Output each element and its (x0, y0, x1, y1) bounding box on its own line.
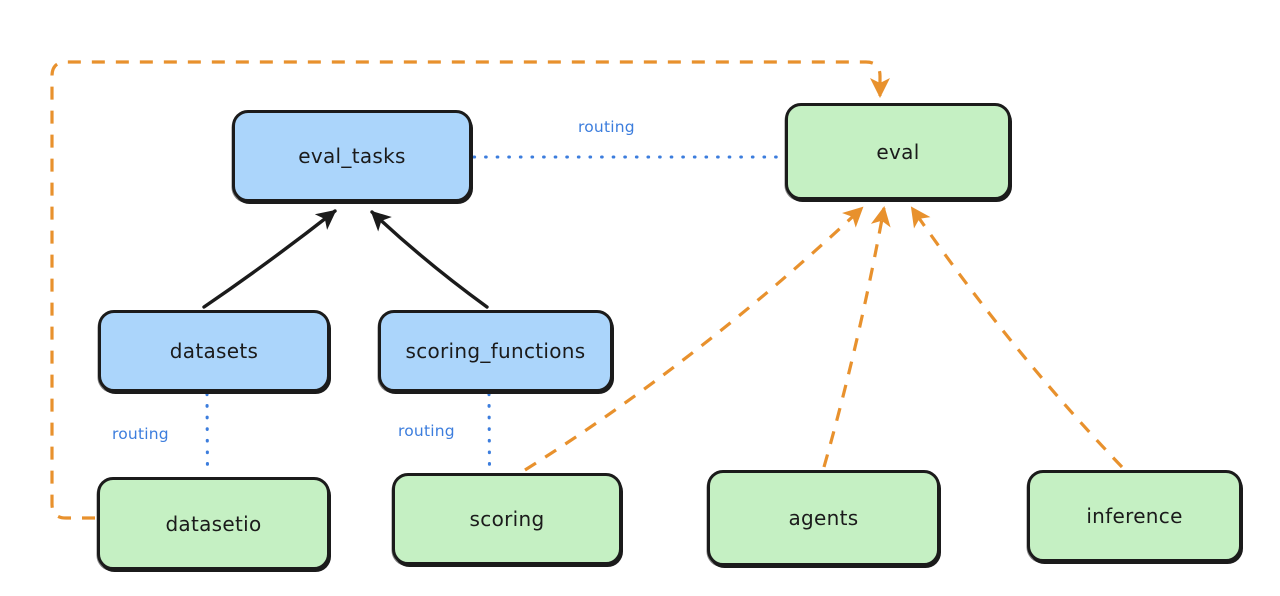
node-label-eval-tasks: eval_tasks (298, 144, 406, 168)
edge-label-routing-middle: routing (398, 422, 455, 440)
node-label-agents: agents (788, 506, 859, 530)
node-label-inference: inference (1086, 504, 1183, 528)
node-scoring-functions[interactable]: scoring_functions (378, 310, 613, 392)
node-label-datasetio: datasetio (165, 511, 262, 536)
node-datasets[interactable]: datasets (98, 310, 330, 392)
edge-datasets-to-datasetio (205, 392, 210, 477)
node-inference[interactable]: inference (1027, 470, 1242, 562)
edge-scoring_functions-to-eval_tasks (370, 210, 489, 309)
node-eval-tasks[interactable]: eval_tasks (232, 110, 472, 202)
node-label-eval: eval (876, 139, 920, 164)
edge-scoring_functions-to-scoring (487, 392, 492, 473)
node-datasetio[interactable]: datasetio (97, 477, 330, 570)
edge-inference-to-eval (910, 206, 1124, 469)
node-agents[interactable]: agents (707, 470, 940, 566)
edge-agents-to-eval (822, 206, 891, 468)
edge-label-routing-left: routing (112, 425, 169, 443)
edge-datasets-to-eval_tasks (202, 209, 337, 309)
node-scoring[interactable]: scoring (392, 473, 622, 565)
edge-label-routing-top: routing (578, 118, 635, 136)
node-label-scoring-functions: scoring_functions (405, 339, 586, 363)
node-eval[interactable]: eval (785, 103, 1011, 200)
node-label-datasets: datasets (169, 339, 259, 363)
node-label-scoring: scoring (469, 507, 545, 531)
